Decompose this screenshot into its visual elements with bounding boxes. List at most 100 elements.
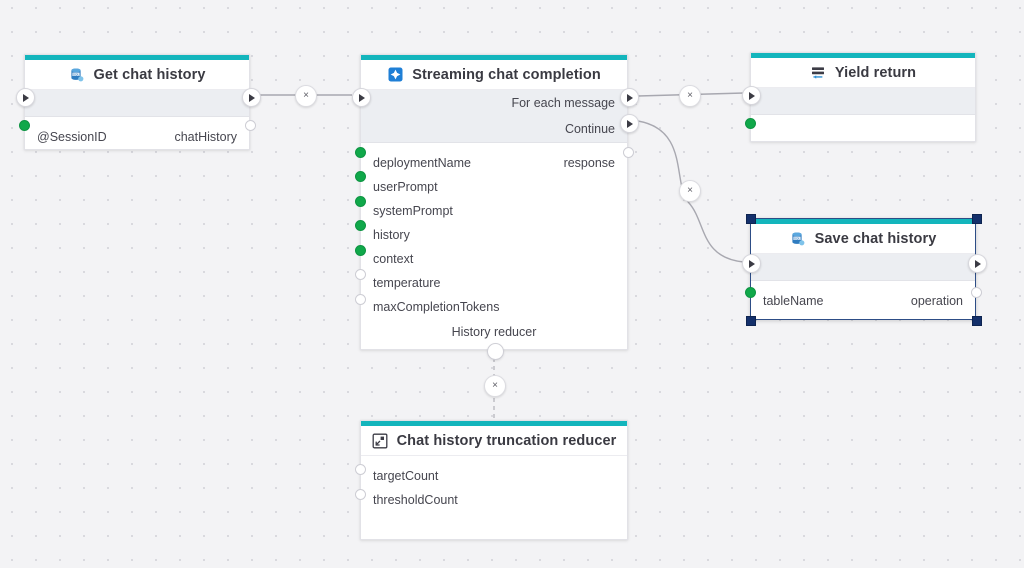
node-header-yield-return: Yield return [751,58,975,88]
selection-handle-top-left[interactable] [746,214,756,224]
node-title-text: Get chat history [93,66,206,83]
data-output-pin-response[interactable] [623,147,634,158]
ai-spark-icon [387,66,404,83]
node-header-save-chat-history: SQL Save chat history [751,224,975,254]
node-accent-bar [751,219,975,224]
data-input-label: maxCompletionTokens [373,300,500,314]
data-input-label: targetCount [373,469,439,483]
data-output-pin-operation[interactable] [971,287,982,298]
exec-input-port[interactable] [742,254,761,273]
data-input-pin-targetcount[interactable] [355,464,366,475]
data-area: @SessionID chatHistory [25,117,249,159]
node-title-text: Chat history truncation reducer [396,432,617,449]
data-row[interactable]: targetCount [361,464,627,488]
data-area: deploymentName response userPrompt syste… [361,143,627,355]
exec-output-port-continue[interactable] [620,114,639,133]
data-row[interactable]: thresholdCount [361,488,627,512]
exec-band [751,88,975,115]
selection-handle-bottom-right[interactable] [972,316,982,326]
data-row[interactable]: history [361,223,627,247]
exec-row-label: For each message [511,96,615,110]
data-input-label: userPrompt [373,180,438,194]
data-input-label: deploymentName [373,156,471,170]
exec-row-label: Continue [564,122,615,136]
exec-row[interactable] [25,90,249,116]
data-output-label: chatHistory [174,130,237,144]
selection-handle-bottom-left[interactable] [746,316,756,326]
data-area [751,115,975,157]
exec-output-port[interactable] [242,88,261,107]
data-output-label: response [563,156,615,170]
exec-row-for-each-message[interactable]: For each message [361,90,627,116]
node-accent-bar [361,55,627,60]
data-input-label: @SessionID [37,130,107,144]
data-row[interactable]: deploymentName response [361,151,627,175]
data-input-pin-userprompt[interactable] [355,171,366,182]
selection-handle-top-right[interactable] [972,214,982,224]
exec-row-continue[interactable]: Continue [361,116,627,142]
section-label-history-reducer: History reducer [451,325,537,339]
data-input-pin-systemprompt[interactable] [355,196,366,207]
exec-input-port[interactable] [352,88,371,107]
data-output-pin-chathistory[interactable] [245,120,256,131]
data-input-pin-thresholdcount[interactable] [355,489,366,500]
data-row[interactable] [751,123,975,147]
edge-delete-button-get-history-streaming[interactable]: × [295,85,317,107]
node-accent-bar [751,53,975,58]
data-area: targetCount thresholdCount [361,456,627,522]
data-input-pin-maxcompletiontokens[interactable] [355,294,366,305]
node-streaming-chat-completion[interactable]: Streaming chat completion For each messa… [352,54,639,360]
data-input-pin-temperature[interactable] [355,269,366,280]
node-title-text: Save chat history [814,230,937,247]
node-header-truncation-reducer: Chat history truncation reducer [361,426,627,456]
data-row[interactable]: context [361,247,627,271]
edge-delete-button-reducer[interactable]: × [484,375,506,397]
node-header-streaming-chat-completion: Streaming chat completion [361,60,627,90]
exec-input-port[interactable] [16,88,35,107]
data-area: tableName operation [751,281,975,323]
truncate-icon [372,432,389,449]
data-input-pin-history[interactable] [355,220,366,231]
exec-band [751,254,975,281]
exec-output-port[interactable] [968,254,987,273]
node-accent-bar [25,55,249,60]
data-input-label: systemPrompt [373,204,453,218]
exec-row[interactable] [751,254,975,280]
yield-return-icon [810,64,827,81]
data-row[interactable]: maxCompletionTokens [361,295,627,319]
node-accent-bar [361,421,627,426]
data-input-label: context [373,252,414,266]
data-row[interactable]: systemPrompt [361,199,627,223]
exec-row[interactable] [751,88,975,114]
node-title-text: Yield return [834,64,917,81]
data-input-pin-tablename[interactable] [745,287,756,298]
reducer-port[interactable] [487,343,504,360]
data-input-label: history [373,228,410,242]
data-row[interactable]: temperature [361,271,627,295]
data-input-label: temperature [373,276,441,290]
exec-output-port-for-each-message[interactable] [620,88,639,107]
edge-delete-button-streaming-yield[interactable]: × [679,85,701,107]
data-input-pin-value[interactable] [745,118,756,129]
data-output-label: operation [910,294,963,308]
data-row[interactable]: @SessionID chatHistory [25,125,249,149]
node-get-chat-history[interactable]: SQL Get chat history @SessionID chatHist… [16,54,261,150]
exec-input-port[interactable] [742,86,761,105]
node-yield-return[interactable]: Yield return [742,52,976,142]
exec-band [25,90,249,117]
node-chat-history-truncation-reducer[interactable]: Chat history truncation reducer targetCo… [355,420,628,540]
data-row[interactable]: tableName operation [751,289,975,313]
data-input-pin-sessionid[interactable] [19,120,30,131]
data-input-pin-context[interactable] [355,245,366,256]
exec-band: For each message Continue [361,90,627,143]
svg-text:SQL: SQL [73,72,79,76]
node-save-chat-history[interactable]: SQL Save chat history tableName operatio… [742,214,987,326]
node-header-get-chat-history: SQL Get chat history [25,60,249,90]
data-input-label: tableName [763,294,824,308]
edge-delete-button-continue-save[interactable]: × [679,180,701,202]
data-row[interactable]: userPrompt [361,175,627,199]
data-input-pin-deploymentname[interactable] [355,147,366,158]
sql-database-icon: SQL [790,230,807,247]
data-input-label: thresholdCount [373,493,458,507]
